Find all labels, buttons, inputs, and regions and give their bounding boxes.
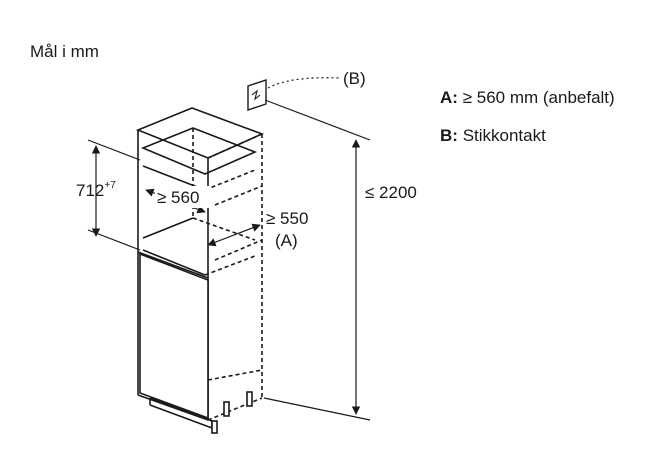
depth-label: ≥ 550 [266, 209, 308, 228]
cabinet-feet [211, 391, 253, 434]
socket-ref-label: (B) [343, 69, 366, 88]
legend-key-b: B: [440, 126, 458, 145]
lower-door [139, 252, 209, 420]
niche-top-shelf [140, 127, 258, 175]
cabinet [135, 107, 265, 429]
niche-height-label: 712+7 [76, 180, 116, 200]
total-height-dimension [263, 99, 371, 421]
depth-dimension-arrow [207, 223, 261, 247]
legend-key-a: A: [440, 88, 458, 107]
legend-item-a: A: ≥ 560 mm (anbefalt) [440, 88, 615, 108]
legend-item-b: B: Stikkontakt [440, 126, 546, 146]
niche-height-dimension [87, 139, 141, 251]
socket-leader-line [267, 77, 341, 89]
legend-text-a: ≥ 560 mm (anbefalt) [462, 88, 615, 107]
legend-text-b: Stikkontakt [462, 126, 546, 145]
units-label: Mål i mm [30, 42, 99, 61]
total-height-label: ≤ 2200 [365, 183, 417, 202]
socket [247, 79, 267, 111]
cabinet-top [135, 107, 265, 159]
depth-ref-label: (A) [275, 231, 298, 250]
width-label: ≥ 560 [157, 188, 199, 207]
